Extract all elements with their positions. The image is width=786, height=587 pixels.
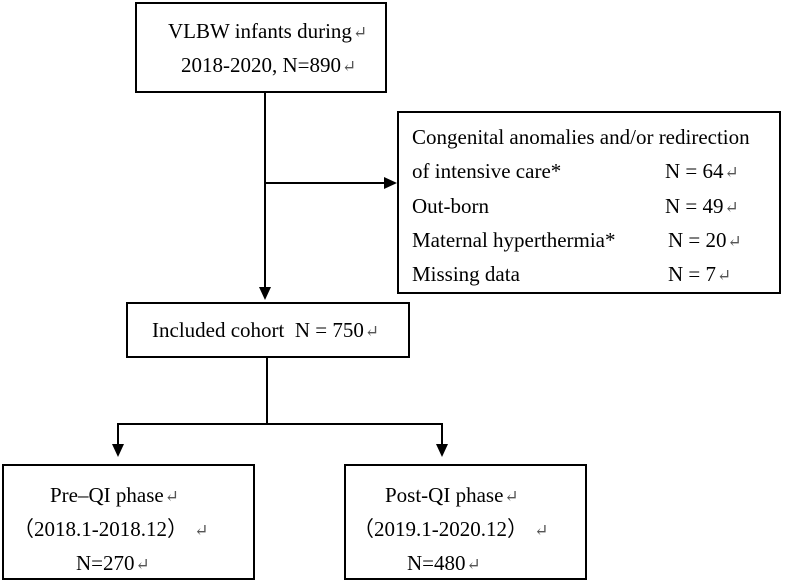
exclusion-box bbox=[397, 111, 781, 294]
exclusion-row-count: N = 20↵ bbox=[668, 230, 742, 251]
pre-qi-line3: N=270↵ bbox=[76, 553, 150, 574]
exclusion-row-label-text: Missing data bbox=[412, 262, 520, 286]
exclusion-row-count-text: N = 20 bbox=[668, 228, 727, 252]
top-box-line1-text: VLBW infants during bbox=[168, 19, 352, 43]
connector-to-post bbox=[441, 423, 443, 446]
return-mark-icon: ↵ bbox=[534, 521, 549, 540]
post-qi-box bbox=[344, 464, 587, 580]
arrow-to-included bbox=[259, 287, 271, 300]
pre-qi-title: Pre–QI phase bbox=[50, 483, 164, 507]
post-qi-title: Post-QI phase bbox=[385, 483, 504, 507]
included-cohort-box bbox=[126, 302, 410, 358]
return-mark-icon: ↵ bbox=[724, 198, 739, 217]
post-qi-line2: （2019.1-2020.12） ↵ bbox=[353, 519, 549, 540]
pre-qi-line1: Pre–QI phase↵ bbox=[50, 485, 179, 506]
exclusion-row-count-text: N = 49 bbox=[665, 194, 724, 218]
pre-qi-count: N=270 bbox=[76, 551, 135, 575]
connector-to-pre bbox=[117, 423, 119, 446]
return-mark-icon: ↵ bbox=[194, 521, 209, 540]
return-mark-icon: ↵ bbox=[717, 266, 732, 285]
pre-qi-box bbox=[2, 464, 255, 580]
exclusion-row-label: Maternal hyperthermia* bbox=[412, 230, 616, 251]
exclusion-row-count-text: N = 64 bbox=[665, 159, 724, 183]
post-qi-line3: N=480↵ bbox=[407, 553, 481, 574]
exclusion-row-label-text: of intensive care* bbox=[412, 159, 562, 183]
exclusion-row-label: Missing data bbox=[412, 264, 520, 285]
return-mark-icon: ↵ bbox=[364, 322, 380, 341]
return-mark-icon: ↵ bbox=[504, 487, 519, 506]
post-qi-line1: Post-QI phase↵ bbox=[385, 485, 519, 506]
post-qi-count: N=480 bbox=[407, 551, 466, 575]
included-cohort-count: N = 750 bbox=[294, 318, 364, 342]
exclusion-row-count: N = 7↵ bbox=[668, 264, 731, 285]
exclusion-row-count-text: N = 7 bbox=[668, 262, 717, 286]
exclusion-row-label-text: Maternal hyperthermia* bbox=[412, 228, 616, 252]
top-box-line2-text: 2018-2020, N=890 bbox=[181, 53, 342, 77]
top-box bbox=[135, 2, 387, 93]
connector-split-horizontal bbox=[117, 423, 443, 425]
connector-to-exclusions bbox=[265, 182, 385, 184]
connector-included-down bbox=[266, 358, 268, 424]
top-box-line1: VLBW infants during↵ bbox=[168, 21, 367, 42]
return-mark-icon: ↵ bbox=[466, 555, 481, 574]
included-cohort-text: Included cohort N = 750↵ bbox=[152, 320, 379, 341]
arrow-to-pre bbox=[112, 444, 124, 457]
exclusion-row-label: of intensive care* bbox=[412, 161, 561, 182]
pre-qi-period: （2018.1-2018.12） bbox=[13, 517, 188, 541]
arrow-to-exclusions bbox=[384, 177, 397, 189]
top-box-line2: 2018-2020, N=890↵ bbox=[181, 55, 356, 76]
included-cohort-label: Included cohort bbox=[152, 318, 285, 342]
post-qi-period: （2019.1-2020.12） bbox=[353, 517, 528, 541]
return-mark-icon: ↵ bbox=[135, 555, 150, 574]
arrow-to-post bbox=[436, 444, 448, 457]
pre-qi-line2: （2018.1-2018.12） ↵ bbox=[13, 519, 209, 540]
return-mark-icon: ↵ bbox=[352, 23, 368, 42]
return-mark-icon: ↵ bbox=[164, 487, 179, 506]
exclusion-row-label: Out-born bbox=[412, 196, 489, 217]
return-mark-icon: ↵ bbox=[342, 57, 357, 76]
connector-top-to-included bbox=[264, 93, 266, 287]
return-mark-icon: ↵ bbox=[727, 232, 742, 251]
exclusion-row-count: N = 49↵ bbox=[665, 196, 739, 217]
return-mark-icon: ↵ bbox=[724, 163, 739, 182]
exclusion-row-label-text: Out-born bbox=[412, 194, 489, 218]
exclusion-row-count: N = 64↵ bbox=[665, 161, 739, 182]
exclusion-heading: Congenital anomalies and/or redirection bbox=[412, 125, 750, 149]
